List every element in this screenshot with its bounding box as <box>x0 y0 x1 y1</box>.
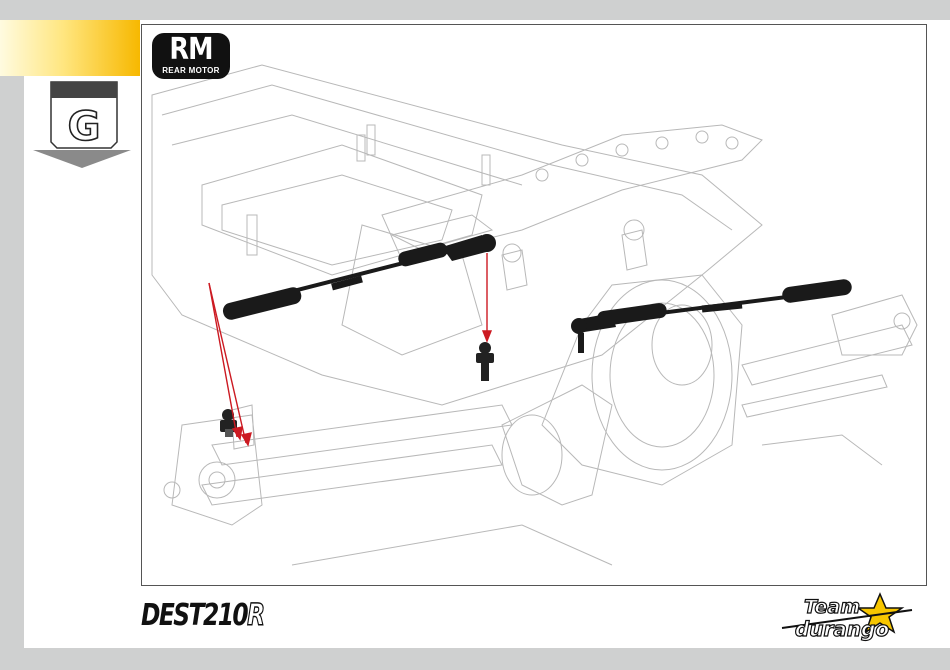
model-suffix: R <box>247 598 263 633</box>
chassis-illustration <box>142 25 927 586</box>
team-durango-logo: Team durango <box>762 588 922 644</box>
brand-word-durango: durango <box>762 618 922 640</box>
step-letter: G <box>68 104 101 150</box>
illustration-frame: RM REAR MOTOR <box>141 24 927 586</box>
model-name: DEST210 <box>141 598 247 633</box>
step-letter-box: G <box>49 80 119 150</box>
step-arrow-icon <box>33 150 131 170</box>
ball-stud-center <box>476 342 494 381</box>
camber-link-left <box>221 234 496 321</box>
section-tab <box>0 20 140 76</box>
brand-word-team: Team <box>742 596 922 618</box>
badge-code: RM <box>158 34 224 66</box>
rear-motor-badge: RM REAR MOTOR <box>152 33 230 79</box>
badge-label: REAR MOTOR <box>152 66 230 75</box>
model-logo: DEST210R <box>141 598 264 634</box>
